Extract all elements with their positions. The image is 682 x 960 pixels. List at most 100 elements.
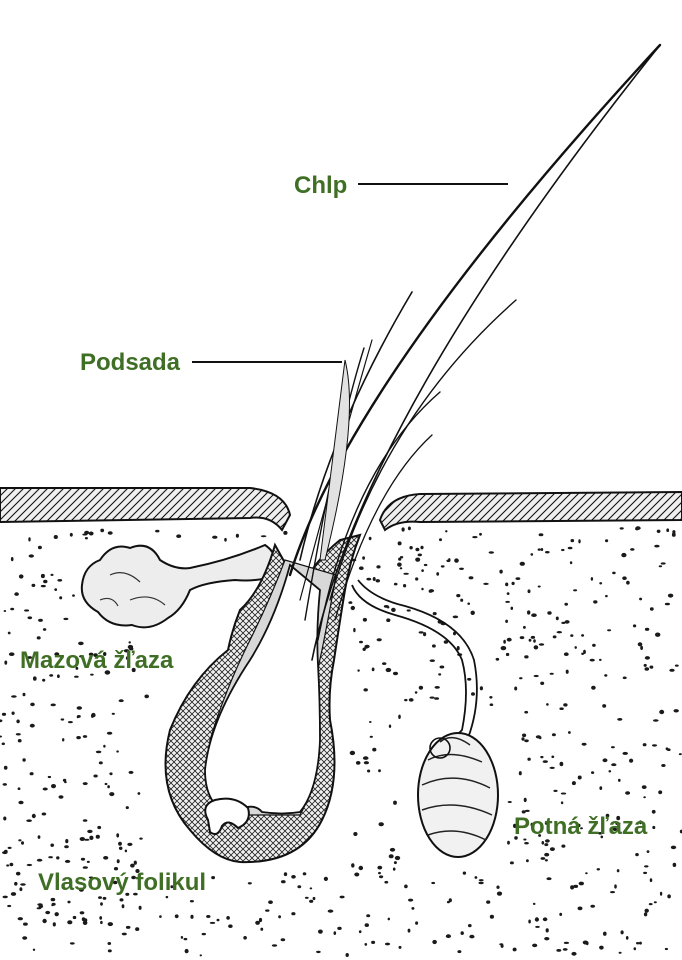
dermis-dot <box>507 840 510 845</box>
dermis-dot <box>625 791 631 795</box>
dermis-dot <box>648 903 653 906</box>
dermis-dot <box>91 714 94 718</box>
dermis-dot <box>519 636 525 640</box>
dermis-dot <box>351 863 355 868</box>
dermis-dot <box>532 902 536 906</box>
dermis-dot <box>561 548 565 552</box>
dermis-dot <box>639 820 642 825</box>
dermis-dot <box>671 532 676 537</box>
dermis-dot <box>403 572 409 575</box>
dermis-dot <box>652 744 657 747</box>
dermis-dot <box>549 847 555 851</box>
dermis-dot <box>489 696 493 699</box>
dermis-dot <box>212 535 218 539</box>
dermis-dot <box>17 739 22 743</box>
dermis-dot <box>578 881 584 886</box>
dermis-dot <box>496 885 500 889</box>
dermis-dot <box>389 847 396 852</box>
dermis-dot <box>72 915 77 920</box>
dermis-dot <box>556 631 562 634</box>
dermis-dot <box>363 761 369 765</box>
dermis-dot <box>40 573 45 579</box>
dermis-dot <box>364 644 370 649</box>
dermis-dot <box>398 557 402 561</box>
dermis-dot <box>348 601 353 604</box>
dermis-dot <box>556 949 562 952</box>
dermis-dot <box>11 711 15 715</box>
dermis-dot <box>673 709 679 713</box>
dermis-dot <box>107 785 110 789</box>
dermis-dot <box>113 867 119 871</box>
dermis-dot <box>600 835 604 839</box>
dermis-dot <box>59 596 63 600</box>
dermis-dot <box>366 577 372 581</box>
dermis-dot <box>31 583 36 588</box>
dermis-dot <box>625 936 629 940</box>
dermis-dot <box>445 934 451 939</box>
dermis-dot <box>666 528 670 532</box>
dermis-dot <box>131 667 136 673</box>
dermis-dot <box>611 763 617 767</box>
dermis-dot <box>429 659 435 662</box>
dermis-dot <box>95 750 102 754</box>
sebaceous-gland <box>80 543 278 629</box>
dermis-dot <box>503 639 506 644</box>
dermis-dot <box>133 892 138 896</box>
dermis-dot <box>621 552 627 558</box>
dermis-dot <box>78 887 84 892</box>
dermis-dot <box>411 907 415 910</box>
dermis-dot <box>563 824 566 829</box>
dermis-dot <box>62 738 65 742</box>
dermis-dot <box>669 668 675 672</box>
dermis-dot <box>72 594 75 597</box>
dermis-dot <box>125 925 131 929</box>
dermis-dot <box>499 943 504 946</box>
dermis-dot <box>555 616 559 621</box>
dermis-dot <box>407 928 411 933</box>
dermis-dot <box>403 584 407 588</box>
dermis-dot <box>76 736 81 740</box>
dermis-dot <box>652 825 656 830</box>
dermis-dot <box>420 545 424 550</box>
dermis-dot <box>278 915 281 919</box>
dermis-dot <box>585 872 588 875</box>
dermis-dot <box>104 670 111 675</box>
dermis-dot <box>590 577 594 581</box>
dermis-dot <box>674 664 679 667</box>
dermis-dot <box>651 809 656 814</box>
dermis-dot <box>545 839 550 843</box>
dermis-dot <box>479 686 483 691</box>
dermis-dot <box>42 787 48 791</box>
dermis-dot <box>468 924 472 928</box>
dermis-dot <box>618 778 621 782</box>
dermis-dot <box>524 809 530 813</box>
dermis-dot <box>421 569 424 572</box>
dermis-dot <box>228 924 233 928</box>
dermis-dot <box>599 945 604 950</box>
dermis-dot <box>98 761 103 765</box>
dermis-dot <box>452 615 459 619</box>
dermis-dot <box>0 719 3 723</box>
dermis-dot <box>578 539 581 544</box>
dermis-dot <box>394 855 401 861</box>
dermis-dot <box>533 639 536 643</box>
dermis-dot <box>323 876 328 882</box>
dermis-dot <box>415 577 419 581</box>
dermis-dot <box>10 607 15 611</box>
dermis-dot <box>512 947 517 952</box>
dermis-dot <box>16 719 20 724</box>
dermis-dot <box>523 625 526 629</box>
dermis-dot <box>88 652 94 656</box>
dermis-dot <box>312 896 316 901</box>
dermis-dot <box>641 785 647 789</box>
dermis-dot <box>636 942 640 945</box>
dermis-dot <box>7 904 12 908</box>
dermis-dot <box>98 896 102 899</box>
dermis-dot <box>593 600 598 604</box>
dermis-dot <box>49 674 54 677</box>
dermis-dot <box>506 637 512 642</box>
dermis-dot <box>258 917 263 923</box>
dermis-dot <box>530 635 536 639</box>
dermis-dot <box>590 904 595 908</box>
dermis-dot <box>183 937 188 941</box>
